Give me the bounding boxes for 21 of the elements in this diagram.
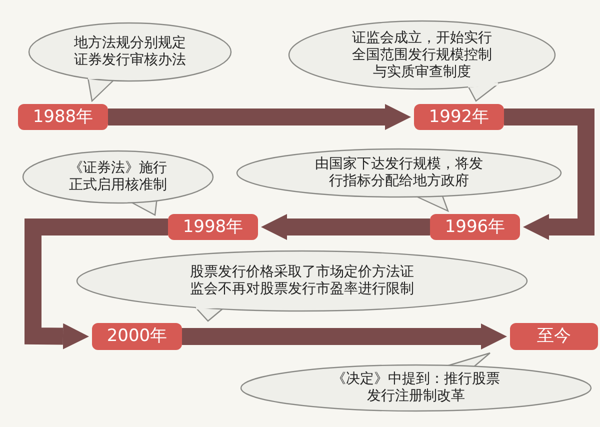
year-label: 1992年	[428, 108, 490, 126]
year-label: 1996年	[444, 218, 506, 236]
timeline-arrow	[24, 218, 168, 350]
year-label: 2000年	[106, 328, 168, 345]
year-label: 1988年	[32, 108, 94, 126]
year-label: 1998年	[182, 218, 244, 236]
bubble-text: 股票发行价格采取了市场定价方法证监会不再对股票发行市盈率进行限制	[189, 264, 415, 298]
timeline-arrow	[182, 324, 507, 350]
bubble-text: 《证券法》施行正式启用核准制	[68, 160, 168, 194]
timeline-arrow	[261, 214, 430, 240]
year-badge	[414, 104, 504, 130]
bubble-text: 地方法规分别规定证券发行审核办法	[73, 35, 187, 69]
bubble-text: 《决定》中提到：推行股票发行注册制改革	[331, 371, 501, 405]
year-badge	[510, 323, 598, 350]
year-badge	[168, 214, 258, 240]
year-badge	[430, 214, 520, 240]
year-badge	[92, 323, 182, 350]
bubble-text: 由国家下达发行规模，将发行指标分配给地方政府	[314, 156, 484, 190]
year-badge	[18, 104, 108, 130]
bubble-text: 证监会成立，开始实行全国范围发行规模控制与实质审查制度	[351, 30, 493, 80]
year-label: 至今	[537, 328, 571, 345]
